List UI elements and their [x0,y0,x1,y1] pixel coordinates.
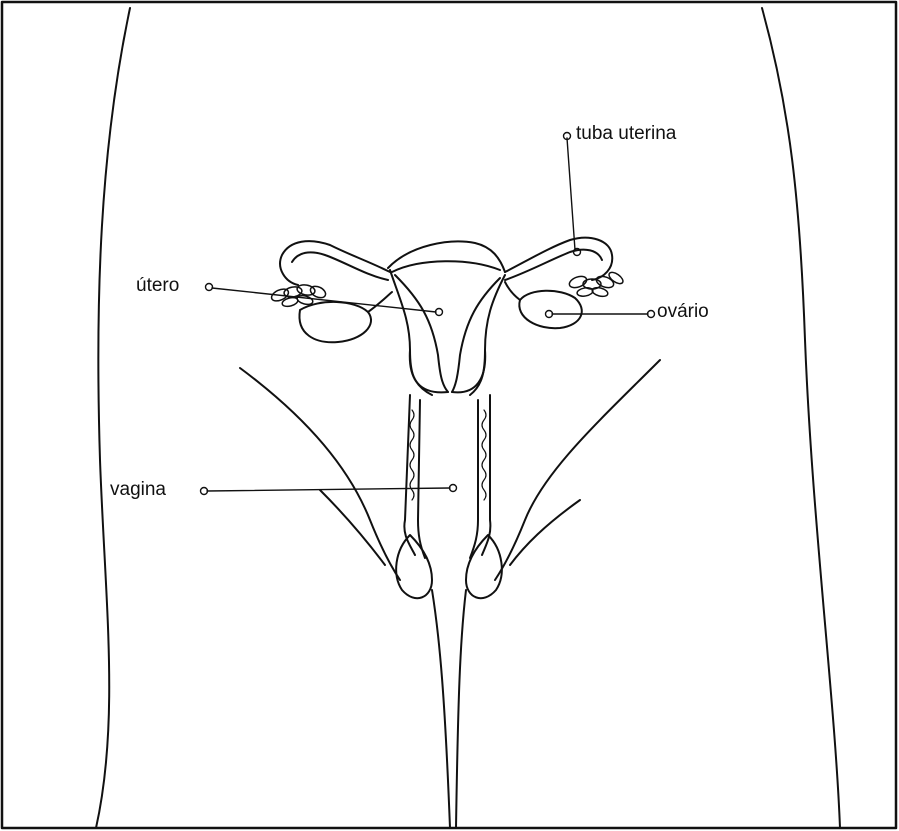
leader-tuba [567,138,575,250]
leader-vagina [207,488,450,491]
left-ovary [299,302,371,342]
left-ovarian-ligament [368,292,392,312]
vagina-left-wall-inner [418,400,425,558]
right-ovarian-ligament [505,282,520,300]
left-fallopian-tube [280,241,390,285]
right-labium [466,535,502,598]
cervix-left [410,350,448,392]
vagina-right-wall-inner [470,400,478,558]
leader-lines [201,133,655,495]
right-leg-contour [456,590,466,828]
left-inner-line [320,490,385,565]
right-ovary [519,291,581,328]
right-groin-line [495,360,660,580]
label-tuba-uterina: tuba uterina [576,124,676,143]
left-labium [396,535,432,598]
label-utero: útero [136,276,179,295]
body-outline-left [96,8,130,828]
vagina-right-rugae [482,410,486,500]
right-fimbriae [568,270,625,298]
left-groin-line [240,368,400,580]
body-outline-right [762,8,840,828]
label-ovario: ovário [657,302,709,321]
uterus-inner-top [392,261,500,272]
uterine-cavity-right [452,278,500,392]
left-fallopian-tube-inner [292,252,388,280]
leader-utero-start [206,284,213,291]
uterus-left-wall [390,270,432,395]
uterine-cavity-left [395,275,448,392]
left-leg-contour [432,590,450,828]
vagina-left-rugae [410,410,414,500]
label-vagina: vagina [110,480,166,499]
